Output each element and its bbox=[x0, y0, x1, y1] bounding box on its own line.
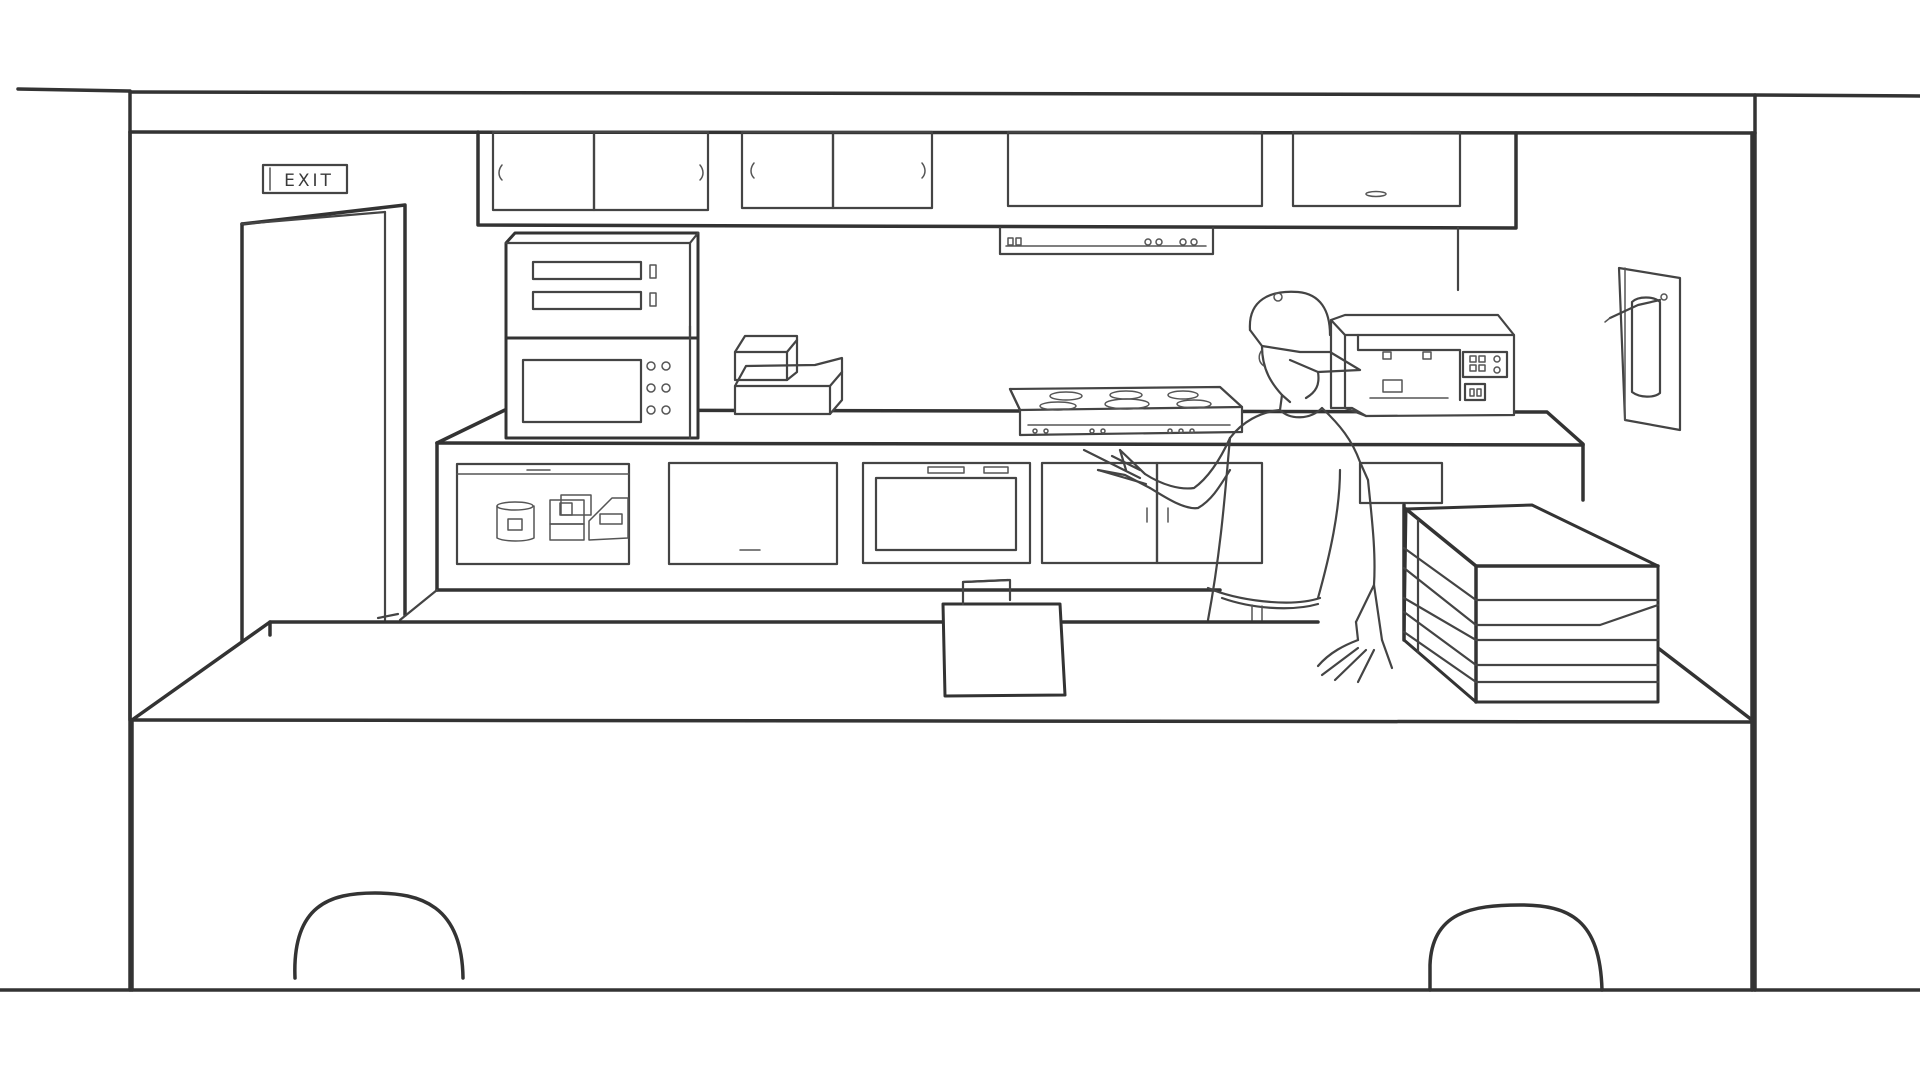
coffee-machine bbox=[1329, 313, 1516, 418]
exit-sign: EXIT bbox=[261, 163, 349, 195]
exit-door bbox=[240, 203, 407, 642]
tray-rack bbox=[1402, 503, 1660, 704]
cash-register bbox=[941, 578, 1067, 698]
serving-counter bbox=[130, 620, 1754, 722]
range-hood bbox=[998, 226, 1215, 256]
cook-person bbox=[1082, 290, 1394, 684]
stacked-boxes bbox=[733, 334, 844, 416]
truck-body bbox=[0, 87, 1920, 992]
exit-sign-text: EXIT bbox=[284, 171, 334, 191]
fire-extinguisher bbox=[1604, 266, 1682, 432]
wheel-well-left bbox=[293, 891, 465, 980]
wheel-well-right bbox=[1428, 903, 1604, 992]
oven-microwave-stack bbox=[504, 231, 700, 440]
cooktop bbox=[1008, 385, 1244, 437]
upper-cabinets bbox=[476, 130, 1518, 292]
